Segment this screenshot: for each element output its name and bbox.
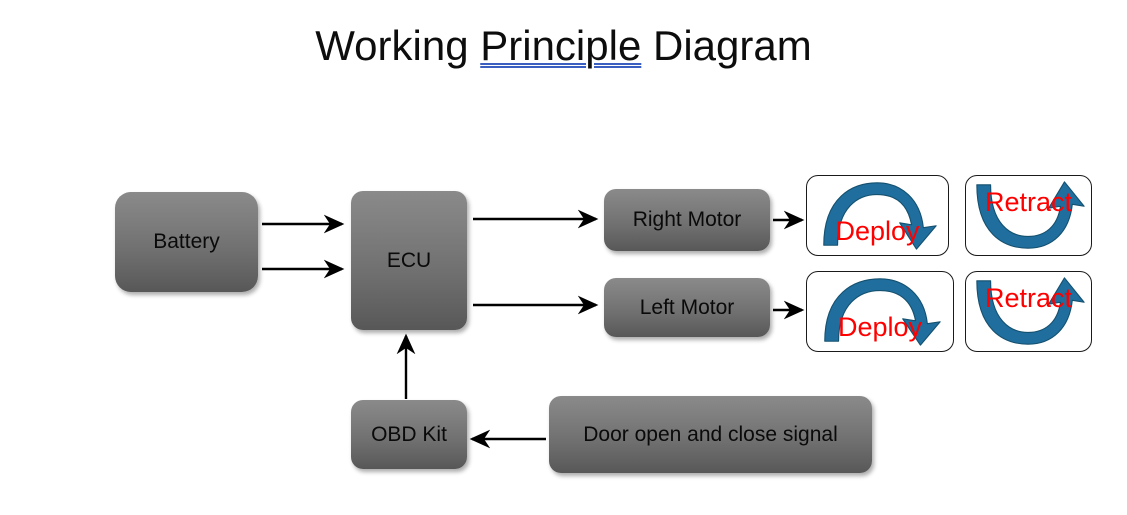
title-suffix: Diagram	[641, 22, 812, 69]
action-card-retract-right[interactable]: Retract	[965, 175, 1092, 256]
action-card-deploy-left[interactable]: Deploy	[806, 271, 954, 352]
curved-arrow-up-right-icon	[976, 277, 1085, 345]
node-door-signal-label: Door open and close signal	[583, 422, 838, 446]
node-ecu[interactable]: ECU	[351, 191, 467, 330]
node-right-motor-label: Right Motor	[632, 208, 742, 232]
action-card-retract-left[interactable]: Retract	[965, 271, 1092, 352]
node-obd-kit[interactable]: OBD Kit	[351, 400, 467, 469]
page-title: Working Principle Diagram	[0, 22, 1127, 70]
node-right-motor[interactable]: Right Motor	[604, 189, 770, 251]
node-left-motor[interactable]: Left Motor	[604, 278, 770, 337]
curved-arrow-down-right-icon	[824, 278, 941, 346]
curved-arrow-up-right-icon	[976, 181, 1085, 249]
node-left-motor-label: Left Motor	[639, 295, 735, 319]
node-door-signal[interactable]: Door open and close signal	[549, 396, 872, 473]
node-obd-kit-label: OBD Kit	[371, 422, 447, 446]
node-battery-label: Battery	[153, 230, 220, 254]
title-misspelled-word: Principle	[480, 22, 642, 69]
node-battery[interactable]: Battery	[115, 192, 258, 292]
action-card-deploy-right[interactable]: Deploy	[806, 175, 949, 256]
title-prefix: Working	[315, 22, 481, 69]
curved-arrow-down-right-icon	[823, 182, 937, 250]
node-ecu-label: ECU	[386, 248, 432, 272]
